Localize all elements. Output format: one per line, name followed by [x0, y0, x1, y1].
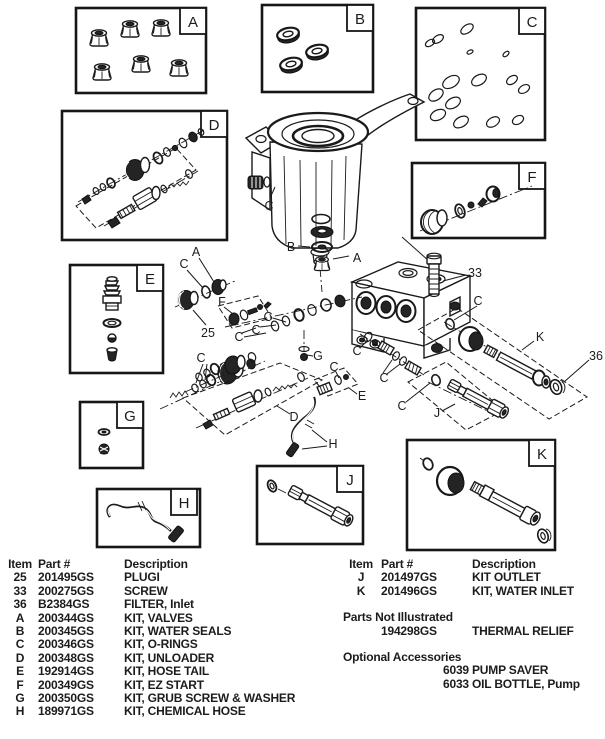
callout-label: H [328, 437, 337, 451]
callout-label: C [251, 323, 260, 337]
col-header-desc: Description [472, 557, 536, 571]
col-header-part: Part # [381, 557, 414, 571]
callout-label: A [192, 245, 201, 259]
hose-tail-group [313, 367, 359, 397]
kit-box-label: J [346, 472, 354, 489]
kit-box-label: B [355, 11, 365, 28]
ez-start-group-left [217, 295, 273, 329]
kit-box-label: K [537, 446, 547, 463]
kit-box-label: F [527, 169, 536, 186]
callout-label: 33 [468, 266, 482, 280]
callout-label: 25 [201, 326, 215, 340]
kit-box-label: G [124, 408, 136, 425]
callout-label: C [234, 330, 243, 344]
callout-label: 36 [589, 349, 603, 363]
callout-label: C [379, 371, 388, 385]
callout-label: F [218, 295, 226, 309]
col-header-part: Part # [38, 557, 71, 571]
screw-33 [401, 236, 442, 298]
kit-box-outlet: J [255, 464, 365, 546]
callout-label: B [287, 240, 295, 254]
kit-box-hose-tail: E [68, 263, 165, 375]
callout-label: G [313, 349, 323, 363]
callout-label: C [352, 344, 361, 358]
pump-manifold [349, 261, 473, 359]
chemical-hose [285, 396, 316, 458]
col-header-item: Item [349, 557, 373, 571]
kit-box-valves: A [74, 6, 208, 95]
seal-stack [310, 213, 334, 293]
callout-label: C [473, 294, 482, 308]
kit-box-unloader: D [60, 109, 229, 242]
kit-box-label: C [527, 14, 538, 31]
grub-screw-group [298, 330, 310, 361]
section-title-not-illustrated: Parts Not Illustrated [343, 610, 453, 625]
kit-box-label: A [188, 14, 198, 31]
exploded-view-diagram: A B C [60, 3, 603, 552]
kit-box-water-seals: B [260, 3, 375, 94]
callout-label: C [329, 360, 338, 374]
kit-box-water-inlet: K [405, 438, 557, 552]
kit-box-label: E [145, 271, 155, 288]
callout-label: J [434, 406, 440, 420]
callout-label: C [264, 199, 273, 213]
fitting-chain-right [359, 331, 425, 376]
callout-leader-lines [186, 186, 590, 450]
table-header: Item Part # Description [2, 557, 334, 571]
table-header: Item Part # Description [341, 557, 603, 571]
unloader-group [182, 352, 324, 436]
callout-label: E [358, 389, 366, 403]
col-header-desc: Description [124, 557, 188, 571]
kit-box-label: H [179, 495, 190, 512]
callout-label: C [179, 257, 188, 271]
kit-box-chemical-hose: H [95, 487, 202, 549]
callout-label: D [289, 410, 298, 424]
plug-chain-left [174, 279, 363, 328]
callout-labels: C B A A C 25 F C C C C G C C D C E H 33 … [179, 199, 603, 451]
pump-crankcase [244, 93, 426, 266]
col-header-item: Item [8, 557, 32, 571]
outlet-group [407, 361, 510, 431]
section-title-optional: Optional Accessories [343, 650, 462, 665]
kit-box-label: D [209, 117, 220, 134]
water-inlet-group [417, 307, 588, 420]
callout-label: C [397, 399, 406, 413]
callout-label: K [536, 330, 545, 344]
oring-chain-center [270, 294, 346, 332]
callout-label: C [263, 310, 272, 324]
callout-label: C [196, 351, 205, 365]
kit-box-ez-start: F [410, 161, 547, 240]
callout-label: A [353, 251, 362, 265]
kit-box-grub-screw: G [78, 400, 145, 470]
kit-box-o-rings: C [414, 6, 547, 142]
inlet-filter-36 [549, 378, 566, 396]
